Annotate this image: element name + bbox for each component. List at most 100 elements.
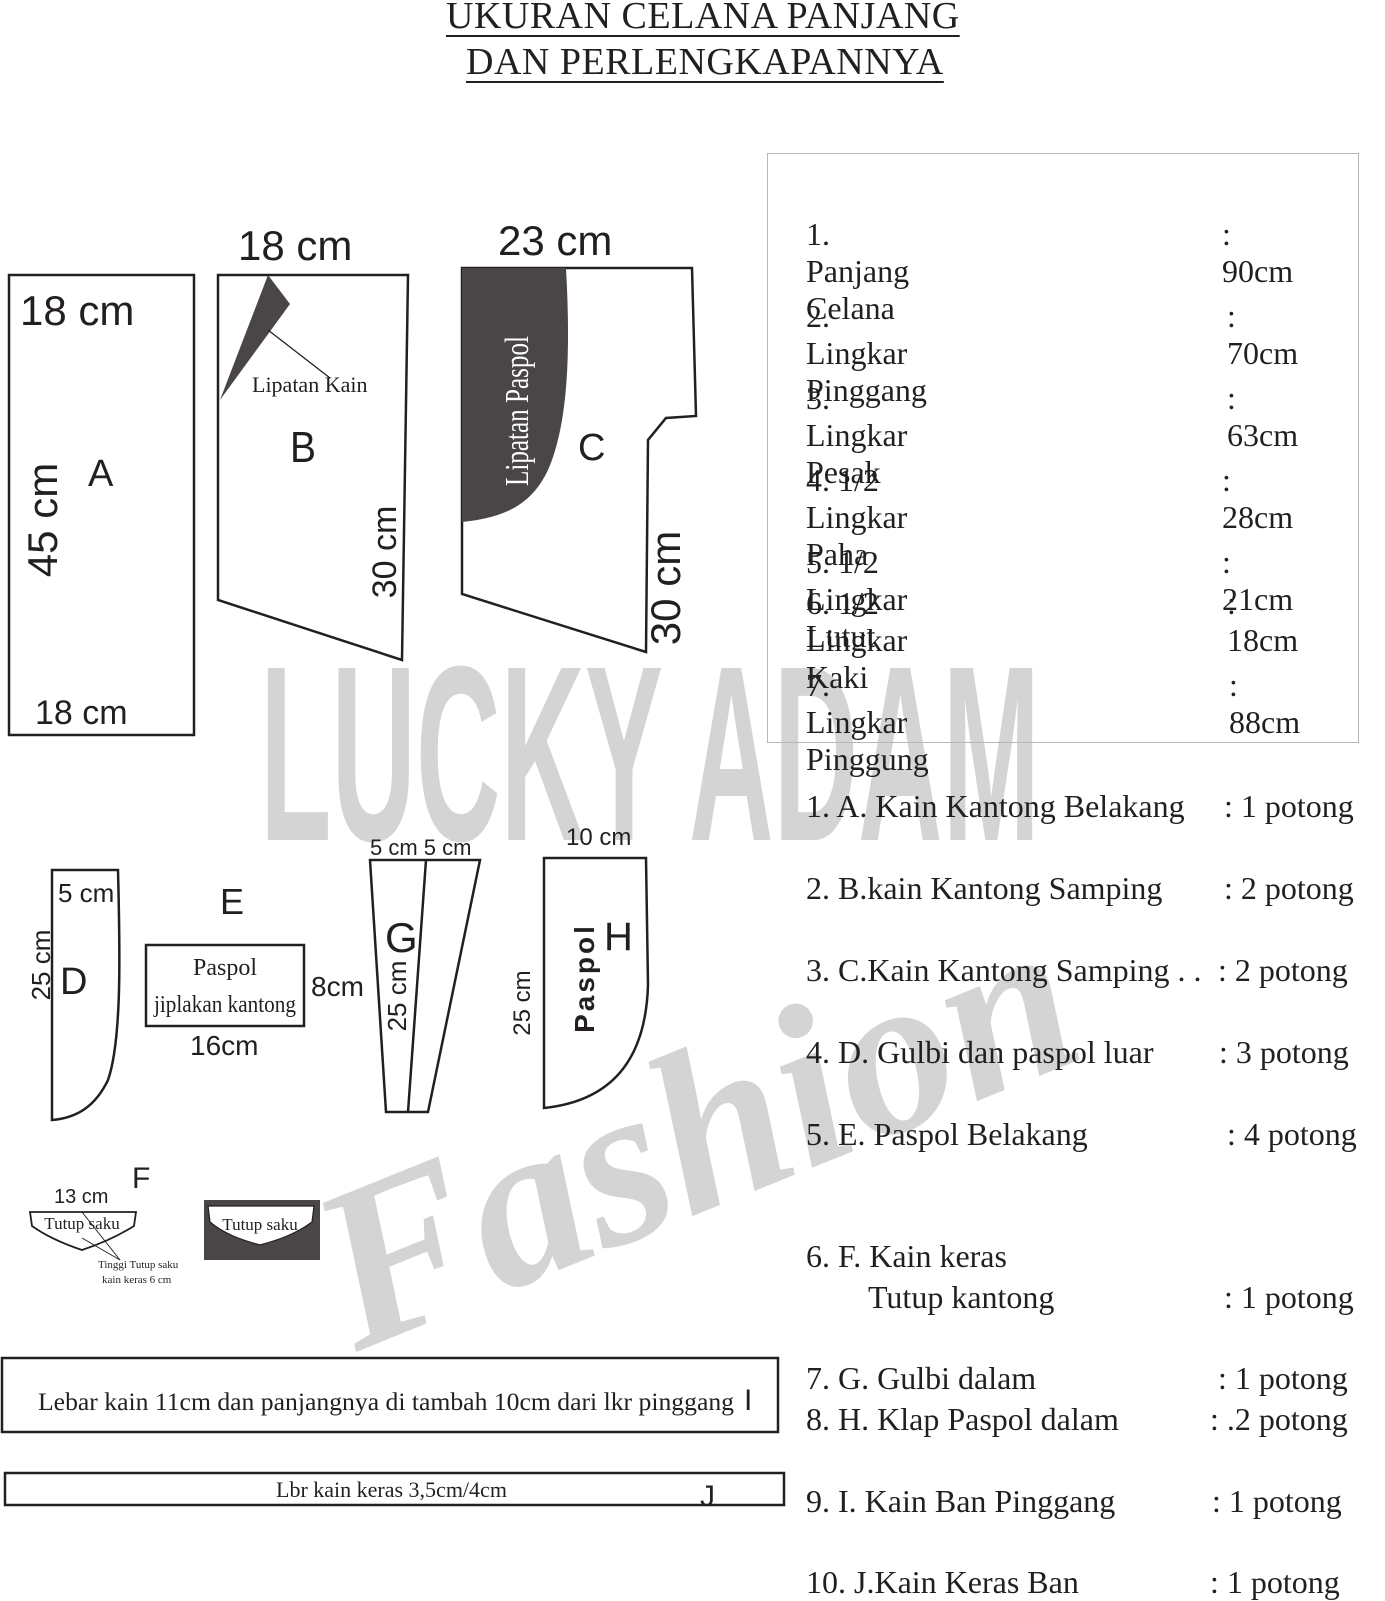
pattern-d-side: 25 cm bbox=[26, 930, 56, 1001]
measurement-label: 6. 1/2 Lingkar Kaki bbox=[806, 585, 908, 695]
pattern-d-letter: D bbox=[60, 961, 87, 1003]
pattern-f-leader bbox=[81, 1211, 121, 1261]
pattern-c-fold-label: Lipatan Paspol bbox=[499, 336, 536, 486]
pattern-c-letter: C bbox=[578, 427, 605, 469]
pattern-h-fold-label: Paspol bbox=[569, 923, 600, 1033]
pattern-f-note-2: kain keras 6 cm bbox=[102, 1274, 172, 1286]
pattern-i-shape bbox=[0, 1356, 780, 1434]
piece-label: 9. I. Kain Ban Pinggang bbox=[806, 1483, 1116, 1519]
measurement-label: 3. Lingkar Pesak bbox=[806, 380, 908, 490]
piece-label: 5. E. Paspol Belakang bbox=[806, 1116, 1088, 1152]
pattern-f: F 13 cm Tutup saku Tinggi Tutup saku kai… bbox=[28, 1162, 320, 1286]
piece-label: Tutup kantong bbox=[868, 1279, 1055, 1315]
piece-row: 10. J.Kain Keras Ban : 1 potong bbox=[806, 1564, 1340, 1601]
pattern-b-fold-leader bbox=[267, 329, 331, 379]
piece-label: 10. J.Kain Keras Ban bbox=[806, 1564, 1079, 1600]
pattern-b-side: 30 cm bbox=[366, 506, 404, 599]
pattern-c: 23 cm Lipatan Paspol C 30 cm bbox=[460, 217, 698, 654]
piece-row: 3. C.Kain Kantong Samping . . : 2 potong bbox=[806, 952, 1348, 989]
pattern-d: 5 cm 25 cm D bbox=[26, 868, 121, 1122]
piece-value: : 1 potong bbox=[1224, 788, 1354, 824]
measurements-box bbox=[767, 153, 1359, 743]
pattern-e-line1: Paspol bbox=[193, 955, 257, 981]
pattern-a-bottom: 18 cm bbox=[35, 694, 128, 732]
piece-value: : 1 potong bbox=[1218, 1360, 1348, 1396]
measurement-value: : 90cm bbox=[1222, 216, 1294, 289]
pattern-i-letter: I bbox=[744, 1384, 752, 1417]
pattern-f-leader-2 bbox=[81, 1237, 121, 1261]
piece-label: 2. B.kain Kantong Samping bbox=[806, 870, 1163, 906]
pattern-f-shape bbox=[28, 1211, 138, 1251]
piece-row: 6. F. Kain keras bbox=[806, 1238, 1007, 1275]
measurement-value: : 88cm bbox=[1229, 667, 1301, 740]
piece-value: : 4 potong bbox=[1227, 1116, 1357, 1152]
pattern-i-text: Lebar kain 11cm dan panjangnya di tambah… bbox=[38, 1389, 735, 1416]
pattern-j-letter: J bbox=[700, 1480, 715, 1513]
pattern-a-side: 45 cm bbox=[19, 463, 66, 577]
pattern-a-letter: A bbox=[88, 453, 114, 495]
pattern-g-side: 25 cm bbox=[382, 961, 412, 1032]
pattern-e-line2: jiplakan kantong bbox=[153, 992, 296, 1018]
title-line-1: UKURAN CELANA PANJANG bbox=[446, 0, 960, 37]
measurement-label: 5. 1/2 Lingkar Lutut bbox=[806, 544, 908, 654]
pattern-g-divider bbox=[406, 859, 428, 1113]
piece-label: 3. C.Kain Kantong Samping . . bbox=[806, 952, 1202, 988]
pattern-b-fold bbox=[220, 275, 290, 400]
piece-value: : 2 potong bbox=[1224, 870, 1354, 906]
measurement-label: 2. Lingkar Pinggang bbox=[806, 298, 927, 408]
pattern-h: 10 cm Paspol H 25 cm bbox=[509, 824, 650, 1110]
measurement-value: : 21cm bbox=[1222, 544, 1294, 617]
pattern-e-shape bbox=[144, 943, 306, 1028]
pattern-g-top: 5 cm 5 cm bbox=[370, 835, 471, 860]
pattern-f-dark-shape bbox=[207, 1205, 315, 1246]
pattern-h-side: 25 cm bbox=[509, 970, 536, 1035]
piece-value: : 1 potong bbox=[1210, 1564, 1340, 1600]
measurement-label: 4. 1/2 Lingkar Paha bbox=[806, 462, 908, 572]
piece-label: 6. F. Kain keras bbox=[806, 1238, 1007, 1274]
pattern-g: 5 cm 5 cm G 25 cm bbox=[368, 835, 482, 1114]
pattern-g-shape bbox=[368, 858, 482, 1114]
pattern-b-top: 18 cm bbox=[238, 222, 352, 269]
piece-value: : 1 potong bbox=[1224, 1279, 1354, 1315]
measurement-value: : 18cm bbox=[1227, 585, 1299, 658]
pattern-c-shape bbox=[460, 266, 698, 654]
pattern-c-side: 30 cm bbox=[642, 531, 689, 645]
pattern-f-dark-label: Tutup saku bbox=[222, 1215, 298, 1234]
measurement-value: : 63cm bbox=[1227, 380, 1299, 453]
piece-value: : .2 potong bbox=[1210, 1401, 1348, 1437]
pattern-b: 18 cm Lipatan Kain B 30 cm bbox=[216, 222, 410, 662]
piece-row: 7. G. Gulbi dalam : 1 potong bbox=[806, 1360, 1348, 1397]
piece-label: 4. D. Gulbi dan paspol luar bbox=[806, 1034, 1154, 1070]
piece-value: : 1 potong bbox=[1212, 1483, 1342, 1519]
pattern-d-shape bbox=[50, 868, 121, 1122]
pattern-b-fold-label: Lipatan Kain bbox=[252, 372, 367, 397]
piece-label: 8. H. Klap Paspol dalam bbox=[806, 1401, 1119, 1437]
measurement-label: 1. Panjang Celana bbox=[806, 216, 910, 326]
pattern-f-width: 13 cm bbox=[54, 1186, 108, 1208]
pattern-b-shape bbox=[216, 273, 410, 662]
pattern-a-shape bbox=[7, 273, 196, 737]
pattern-j-text: Lbr kain keras 3,5cm/4cm bbox=[276, 1477, 507, 1502]
pattern-h-letter: H bbox=[604, 915, 633, 959]
piece-row: 9. I. Kain Ban Pinggang : 1 potong bbox=[806, 1483, 1342, 1520]
title-line-2: DAN PERLENGKAPANNYA bbox=[466, 41, 944, 83]
piece-value: : 3 potong bbox=[1219, 1034, 1349, 1070]
pattern-e-side: 8cm bbox=[311, 971, 364, 1002]
pattern-h-shape bbox=[542, 856, 650, 1110]
pattern-c-top: 23 cm bbox=[498, 217, 612, 264]
measurement-label: 7. Lingkar Pinggung bbox=[806, 667, 929, 777]
pattern-h-top: 10 cm bbox=[566, 824, 631, 851]
measurement-value: : 70cm bbox=[1227, 298, 1299, 371]
pattern-e: E Paspol jiplakan kantong 8cm 16cm bbox=[144, 881, 364, 1061]
piece-row: 8. H. Klap Paspol dalam : .2 potong bbox=[806, 1401, 1348, 1438]
pattern-g-letter: G bbox=[385, 914, 418, 961]
piece-row: 4. D. Gulbi dan paspol luar : 3 potong bbox=[806, 1034, 1349, 1071]
pattern-j-shape bbox=[3, 1471, 786, 1507]
pattern-e-letter: E bbox=[220, 881, 244, 922]
pattern-i: Lebar kain 11cm dan panjangnya di tambah… bbox=[0, 1356, 780, 1434]
pattern-f-letter: F bbox=[132, 1162, 150, 1195]
pattern-j: Lbr kain keras 3,5cm/4cm J bbox=[3, 1471, 786, 1513]
pattern-f-note-1: Tinggi Tutup saku bbox=[98, 1259, 179, 1271]
piece-row: 5. E. Paspol Belakang : 4 potong bbox=[806, 1116, 1357, 1153]
watermark-line-1: LUCKY ADAM bbox=[260, 614, 1040, 893]
